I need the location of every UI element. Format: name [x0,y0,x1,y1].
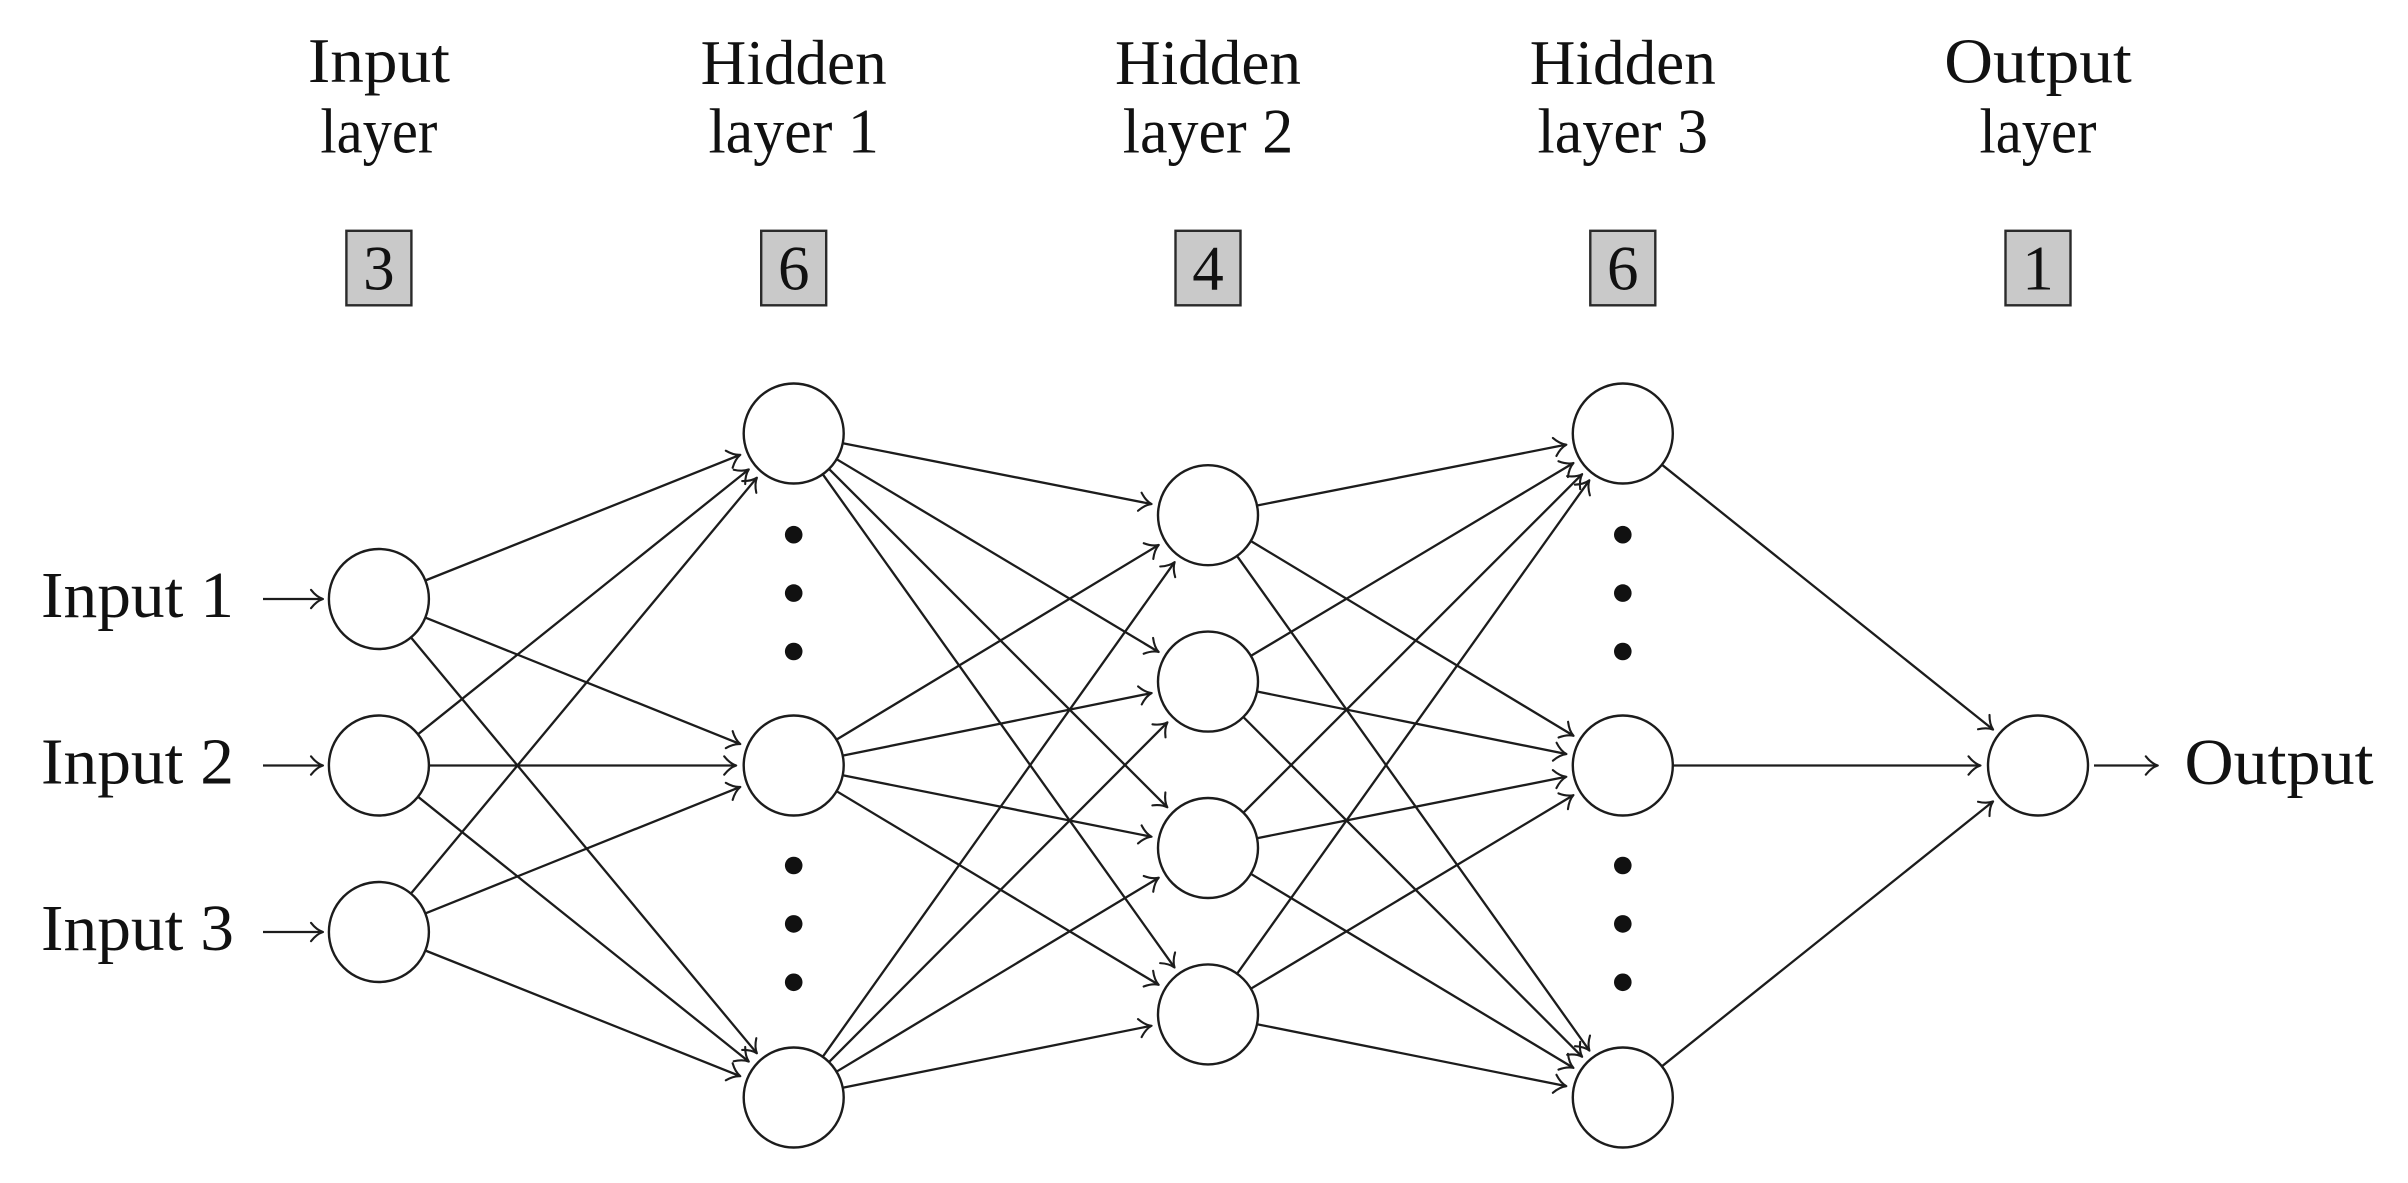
svg-text:Input 2: Input 2 [41,725,234,798]
svg-text:6: 6 [1607,234,1639,304]
svg-text:Hidden: Hidden [701,28,887,98]
svg-text:4: 4 [1192,234,1224,304]
svg-text:1: 1 [2022,234,2054,304]
svg-text:Input 3: Input 3 [41,892,234,965]
svg-text:layer 2: layer 2 [1123,97,1294,167]
svg-text:Output: Output [2185,726,2374,799]
svg-text:Hidden: Hidden [1530,28,1716,98]
svg-text:layer 1: layer 1 [708,97,879,167]
svg-text:3: 3 [363,234,395,304]
svg-text:layer: layer [320,97,437,167]
svg-text:layer: layer [1980,97,2097,167]
svg-text:Hidden: Hidden [1115,28,1301,98]
svg-text:Input 1: Input 1 [41,559,234,632]
svg-text:Input: Input [308,26,451,96]
svg-text:6: 6 [778,234,810,304]
svg-text:layer 3: layer 3 [1538,97,1709,167]
svg-text:Output: Output [1944,26,2132,96]
